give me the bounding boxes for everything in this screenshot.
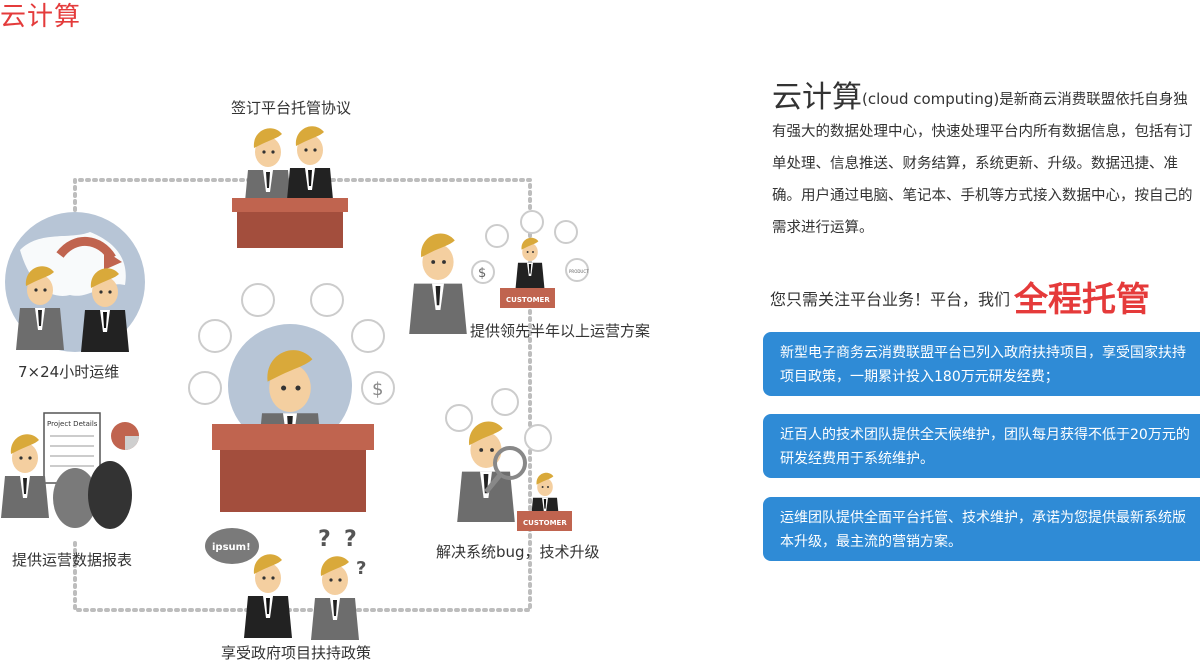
svg-text:PRODUCT: PRODUCT <box>569 269 589 274</box>
globe-illustration <box>5 212 145 352</box>
label-operation-plan: 提供领先半年以上运营方案 <box>470 322 651 340</box>
slogan: 您只需关注平台业务！平台，我们全程托管 <box>770 272 1200 321</box>
project-details-text: Project Details <box>47 420 98 428</box>
center-illustration: $ <box>188 283 395 512</box>
customer-sign: CUSTOMER <box>506 296 550 304</box>
intro-heading: 云计算 <box>772 80 862 115</box>
label-bugfix: 解决系统bug，技术升级 <box>436 543 600 561</box>
question-mark: ? <box>318 527 331 552</box>
svg-text:$: $ <box>478 266 486 281</box>
label-sign-agreement: 签订平台托管协议 <box>231 99 352 117</box>
label-report: 提供运营数据报表 <box>12 551 133 569</box>
report-illustration: Project Details <box>1 412 139 529</box>
svg-text:CUSTOMER: CUSTOMER <box>523 519 567 527</box>
sign-agreement-illustration <box>232 126 348 248</box>
intro-paragraph: 云计算(cloud computing)是新商云消费联盟依托自身独有强大的数据处… <box>772 82 1200 244</box>
info-box-funding: 新型电子商务云消费联盟平台已列入政府扶持项目，享受国家扶持项目政策，一期累计投入… <box>763 332 1200 396</box>
bugfix-illustration: CUSTOMER <box>445 388 572 531</box>
svg-text:?: ? <box>356 558 366 579</box>
svg-text:?: ? <box>344 527 357 552</box>
operation-plan-illustration: $ PRODUCT CUSTOMER <box>409 210 589 334</box>
ipsum-bubble: ipsum! <box>212 542 251 553</box>
page-title: 云计算 <box>0 2 82 32</box>
dotted-cycle-path <box>73 178 532 612</box>
cloud-service-diagram: Project Details $ $ PRO <box>1 126 589 640</box>
info-box-maintenance: 运维团队提供全面平台托管、技术维护，承诺为您提供最新系统版本升级，最主流的营销方… <box>763 497 1200 561</box>
label-policy: 享受政府项目扶持政策 <box>221 644 372 662</box>
intro-english: (cloud computing) <box>862 90 1000 108</box>
slogan-prefix: 您只需关注平台业务！平台，我们 <box>770 290 1011 309</box>
dollar-icon: $ <box>372 379 383 400</box>
label-247-ops: 7×24小时运维 <box>18 363 120 381</box>
slogan-highlight: 全程托管 <box>1014 280 1151 320</box>
policy-illustration: ipsum! ? ? ? <box>205 527 366 640</box>
info-box-team: 近百人的技术团队提供全天候维护，团队每月获得不低于20万元的研发经费用于系统维护… <box>763 414 1200 478</box>
intro-body: 是新商云消费联盟依托自身独有强大的数据处理中心，快速处理平台内所有数据信息，包括… <box>772 92 1193 236</box>
